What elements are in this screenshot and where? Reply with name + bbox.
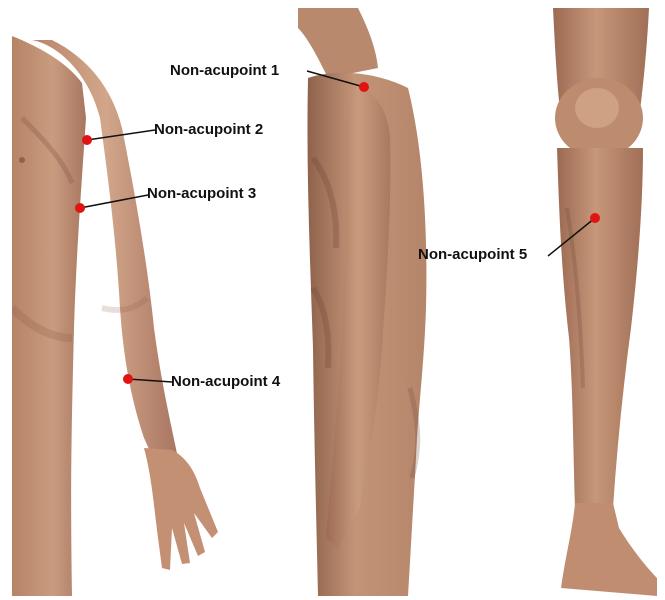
label-non-acupoint-5: Non-acupoint 5	[418, 246, 527, 264]
front-arm-illustration	[12, 8, 295, 596]
label-non-acupoint-4: Non-acupoint 4	[171, 373, 280, 391]
leg-illustration	[547, 8, 661, 596]
side-body-illustration	[298, 8, 434, 596]
label-non-acupoint-1: Non-acupoint 1	[170, 62, 279, 80]
label-non-acupoint-3: Non-acupoint 3	[147, 185, 256, 203]
label-non-acupoint-2: Non-acupoint 2	[154, 121, 263, 139]
side-body-panel	[298, 8, 434, 596]
leg-panel	[547, 8, 661, 596]
front-arm-panel	[12, 8, 295, 596]
